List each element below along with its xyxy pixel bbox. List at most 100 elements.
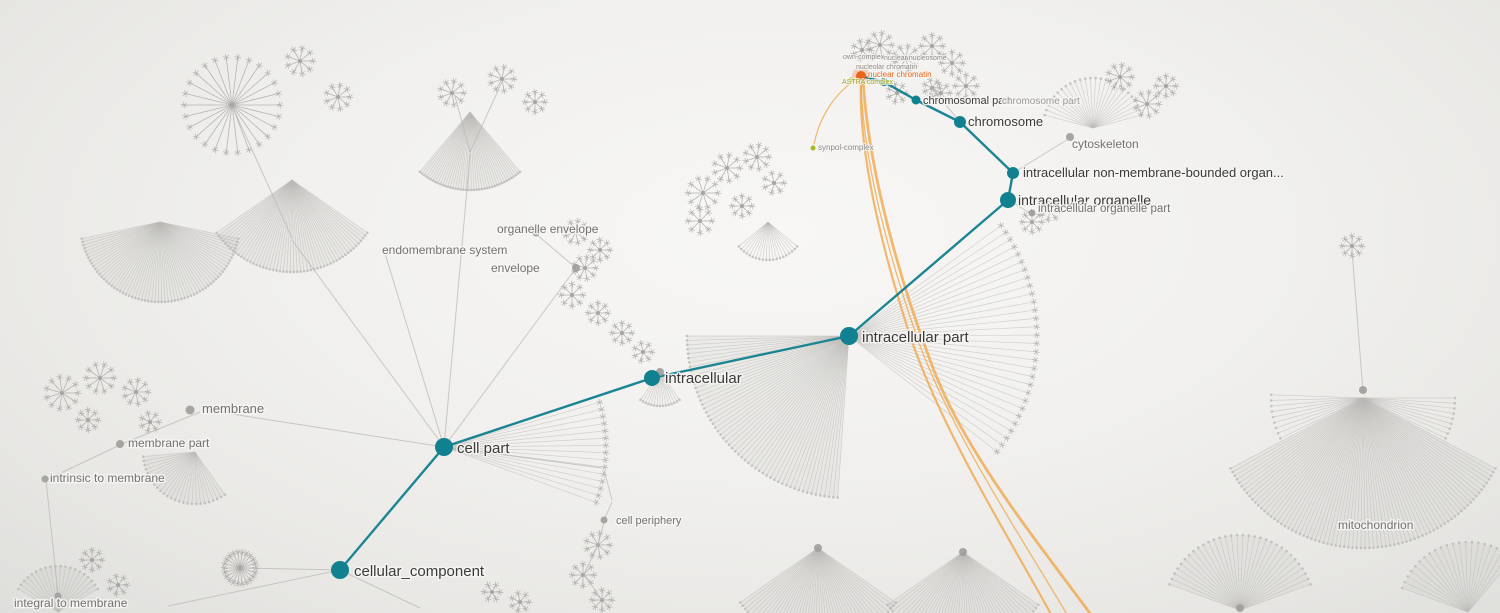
term-tip-star [57, 406, 63, 412]
term-label-chromosome[interactable]: chromosome [967, 113, 1045, 131]
term-label-gray[interactable]: intracellular organelle part [1037, 202, 1173, 217]
term-node-gray[interactable] [41, 475, 49, 483]
term-label-intracellular-part[interactable]: intracellular part [861, 328, 972, 348]
term-label-gray[interactable]: cytoskeleton [1071, 136, 1141, 153]
term-tip-star [522, 592, 529, 598]
term-node-gray[interactable] [1359, 386, 1367, 394]
term-fan-spoke [1362, 397, 1456, 517]
term-fan-dot [306, 269, 309, 272]
term-node-intracellular-part[interactable] [840, 327, 858, 345]
term-node-cellular-component[interactable] [331, 561, 349, 579]
term-label-gray[interactable]: membrane [201, 400, 266, 418]
term-node-gray[interactable] [116, 440, 124, 448]
term-tip-star [567, 238, 574, 245]
term-label-gray[interactable]: chromosome part [1001, 95, 1082, 109]
term-node-accent[interactable] [810, 145, 816, 151]
term-label-gray[interactable]: endomembrane system [381, 242, 509, 259]
term-tip-star [122, 393, 128, 399]
term-label-gray[interactable]: integral to membrane [13, 595, 130, 612]
term-node-intracellular-non-membrane-bounded-organelle[interactable] [1007, 167, 1019, 179]
relation-edge [454, 95, 471, 153]
term-fan-dot [1480, 488, 1484, 491]
term-label-gray[interactable]: cell periphery [615, 514, 684, 529]
term-fan-dot [757, 469, 761, 473]
term-burst-cluster [508, 589, 533, 613]
term-node-gray[interactable] [532, 229, 540, 237]
term-label-intracellular-non-membrane-bounded-organelle[interactable]: intracellular non-membrane-bounded organ… [1022, 164, 1286, 182]
term-node-intracellular-organelle[interactable] [1000, 192, 1016, 208]
term-label-gray[interactable]: intrinsic to membrane [49, 470, 167, 487]
term-tip-star [212, 57, 218, 63]
term-fan-dot [724, 440, 728, 443]
relation-edge [1012, 137, 1071, 174]
term-label-gray[interactable]: nuclear nucleosome [883, 54, 948, 63]
term-fan-dot [1403, 580, 1406, 584]
term-tip-star [1339, 243, 1345, 249]
term-node-gray[interactable] [1028, 209, 1036, 217]
term-label-cellular-component[interactable]: cellular_component [353, 562, 487, 582]
term-fan-spoke [159, 221, 231, 261]
term-label-chromosomal-part[interactable]: chromosomal part [922, 94, 1013, 109]
term-fan-spoke [452, 111, 471, 189]
term-node-gray[interactable] [814, 544, 822, 552]
term-burst-spoke [691, 212, 701, 222]
term-fan-dot [1271, 415, 1275, 419]
term-node-cell-part[interactable] [435, 438, 453, 456]
term-nodes [41, 67, 1367, 612]
term-tip-star [488, 80, 494, 86]
term-label-gray[interactable]: own-complex [842, 53, 886, 62]
term-tip-star [563, 225, 569, 231]
term-node-gray[interactable] [54, 592, 62, 600]
term-node-gray[interactable] [185, 405, 195, 415]
term-fan-cluster [685, 334, 850, 499]
term-fan-spoke [443, 423, 605, 448]
term-fan-spoke [1069, 83, 1094, 129]
term-node-chromatin[interactable] [880, 78, 888, 86]
term-fan-dot [186, 502, 189, 505]
term-label-intracellular-organelle[interactable]: intracellular organelle [1017, 191, 1153, 210]
term-label-gray[interactable]: organelle envelope [496, 221, 601, 238]
term-node-gray[interactable] [1066, 133, 1074, 141]
term-tip-star [243, 550, 250, 557]
term-node-gray[interactable] [959, 548, 967, 556]
term-tip-star [1111, 84, 1117, 91]
term-fan-spoke [272, 179, 293, 271]
term-fan-spoke [751, 547, 819, 613]
term-node-chromosomal-part[interactable] [911, 95, 921, 105]
term-tip-star [1342, 250, 1348, 256]
term-node-selected[interactable] [856, 71, 866, 81]
term-label-gray[interactable]: envelope [490, 260, 542, 277]
term-node-accent[interactable] [848, 77, 854, 83]
term-node-intracellular[interactable] [644, 370, 660, 386]
term-fan-spoke [469, 111, 501, 185]
term-label-intracellular[interactable]: intracellular [664, 369, 744, 389]
term-fan-dot [785, 484, 788, 487]
term-label-gray[interactable]: nuclear chromatin [867, 69, 933, 80]
term-label-gray[interactable]: nucleolar chromatin [855, 63, 918, 72]
term-fan-spoke [848, 232, 1007, 337]
term-label-gray[interactable]: mitochondrion [1337, 517, 1415, 534]
term-fan-spoke [106, 221, 161, 282]
term-label-gray[interactable]: membrane part [127, 435, 212, 452]
term-node-chromosome[interactable] [954, 116, 966, 128]
term-burst-cluster [106, 572, 131, 598]
term-fan-spoke [1224, 536, 1241, 611]
term-fan-dot [1425, 532, 1428, 536]
term-node-gray[interactable] [572, 264, 580, 272]
term-fan-dot [142, 459, 146, 463]
term-burst-cluster [138, 409, 163, 435]
term-label-gray[interactable]: ASTRA complex [841, 78, 894, 87]
term-fan-spoke [1315, 397, 1364, 541]
term-fan-dot [714, 426, 717, 429]
term-burst-cluster [742, 141, 773, 173]
term-label-cell-part[interactable]: cell part [456, 439, 512, 459]
term-fan-dot [1275, 543, 1279, 546]
term-fan-spoke [1362, 397, 1415, 539]
term-fan-spoke [1404, 581, 1469, 613]
term-node-gray[interactable] [1236, 604, 1244, 612]
term-label-gray[interactable]: synpol-complex [817, 142, 875, 153]
term-node-gray[interactable] [600, 516, 608, 524]
term-fan-dot [1482, 484, 1486, 488]
term-tip-star [937, 35, 943, 41]
term-fan-dot [431, 179, 435, 182]
